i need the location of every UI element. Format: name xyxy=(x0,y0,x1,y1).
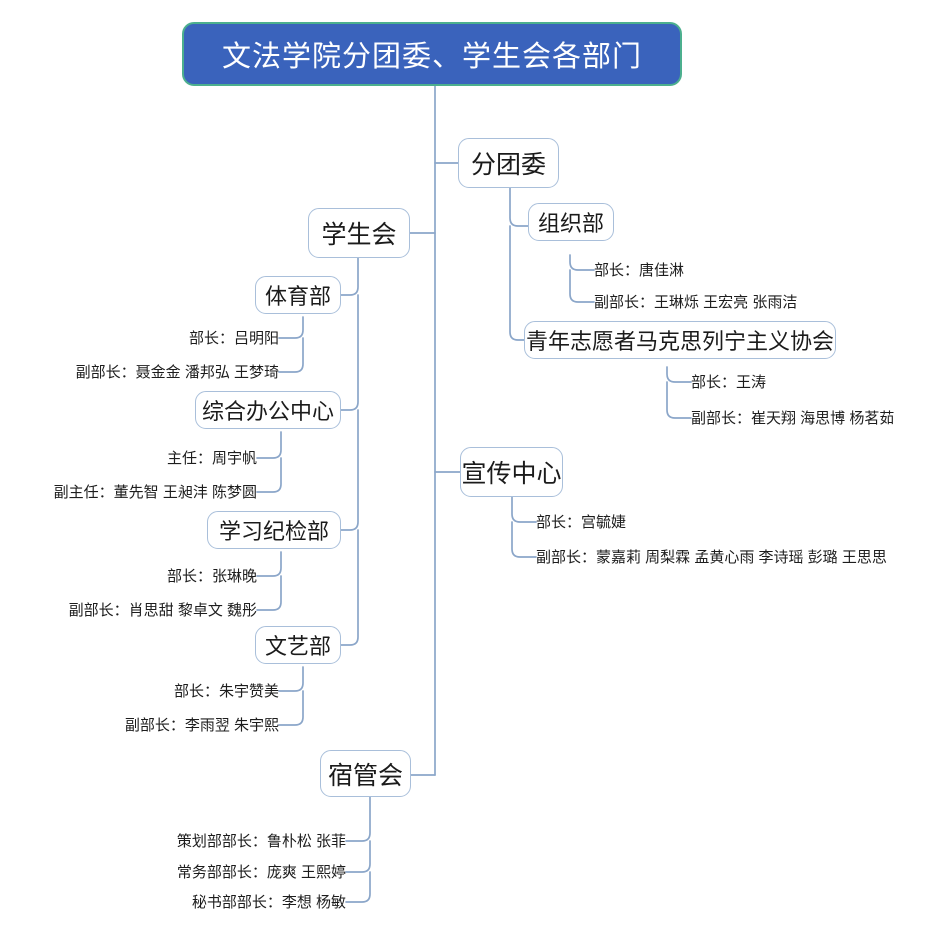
leaf-zuzhibu-buzhang: 部长：唐佳淋 xyxy=(594,262,685,279)
suguanhui-leaf1-wire xyxy=(345,796,371,842)
leaf-qingnian-buzhang: 部长：王涛 xyxy=(691,374,767,391)
node-tiyubu[interactable]: 体育部 xyxy=(255,276,341,314)
leaf-suguanhui-cehua: 策划部部长：鲁朴松 张菲 xyxy=(176,833,346,850)
zuzhibu-leaf2-wire xyxy=(569,269,595,303)
zonghe-leaf1-wire xyxy=(256,431,282,459)
node-xuexi-jijianbu[interactable]: 学习纪检部 xyxy=(207,511,341,549)
leaf-wenyibu-fubuzhang: 副部长：李雨翌 朱宇熙 xyxy=(124,717,279,734)
node-suguanhui[interactable]: 宿管会 xyxy=(320,750,411,797)
node-xuanchuan-zhongxin[interactable]: 宣传中心 xyxy=(460,447,563,497)
node-xueshenghui[interactable]: 学生会 xyxy=(308,208,410,258)
page-title: 文法学院分团委、学生会各部门 xyxy=(182,22,682,86)
zonghe-leaf2-wire xyxy=(256,457,282,493)
leaf-zonghe-fuzhuren: 副主任：董先智 王昶沣 陈梦圆 xyxy=(53,484,257,501)
leaf-zuzhibu-fubuzhang: 副部长：王琳烁 王宏亮 张雨洁 xyxy=(594,294,798,311)
xueshenghui-to-xuexi xyxy=(340,409,359,531)
wenyibu-leaf1-wire xyxy=(278,666,304,692)
leaf-suguanhui-mishu: 秘书部部长：李想 杨敏 xyxy=(191,894,346,911)
fentuanwei-to-qingnian xyxy=(509,225,525,341)
qingnian-leaf2-wire xyxy=(666,381,692,419)
leaf-wenyibu-buzhang: 部长：朱宇赞美 xyxy=(173,683,279,700)
leaf-qingnian-fubuzhang: 副部长：崔天翔 海思博 杨茗茹 xyxy=(691,410,895,427)
xueshenghui-to-zonghe xyxy=(340,294,359,411)
xuexi-leaf1-wire xyxy=(256,551,282,577)
qingnian-leaf1-wire xyxy=(666,366,692,383)
fentuanwei-to-zuzhibu xyxy=(509,187,529,227)
leaf-tiyubu-buzhang: 部长：吕明阳 xyxy=(188,330,279,347)
wenyibu-leaf2-wire xyxy=(278,690,304,726)
leaf-zonghe-zhuren: 主任：周宇帆 xyxy=(166,450,257,467)
leaf-suguanhui-changwu: 常务部部长：庞爽 王熙婷 xyxy=(176,864,346,881)
leaf-xuanchuan-buzhang: 部长：宫毓婕 xyxy=(536,514,627,531)
leaf-xuexi-buzhang: 部长：张琳晚 xyxy=(166,568,257,585)
tiyubu-leaf2-wire xyxy=(278,337,304,373)
node-qingnian-zhiyuanzhe[interactable]: 青年志愿者马克思列宁主义协会 xyxy=(524,321,836,359)
leaf-tiyubu-fubuzhang: 副部长：聂金金 潘邦弘 王梦琦 xyxy=(75,364,279,381)
node-zuzhibu[interactable]: 组织部 xyxy=(528,203,614,241)
leaf-xuexi-fubuzhang: 副部长：肖思甜 黎卓文 魏彤 xyxy=(68,602,257,619)
suguanhui-leaf3-wire xyxy=(345,871,371,903)
xuexi-leaf2-wire xyxy=(256,575,282,611)
xueshenghui-to-tiyubu xyxy=(340,257,359,296)
xueshenghui-to-wenyibu xyxy=(340,529,359,646)
node-fentuanwei[interactable]: 分团委 xyxy=(458,138,559,188)
xuanchuan-leaf1-wire xyxy=(511,496,537,523)
node-wenyibu[interactable]: 文艺部 xyxy=(255,626,341,664)
zuzhibu-leaf1-wire xyxy=(569,254,595,271)
suguanhui-leaf2-wire xyxy=(345,840,371,873)
leaf-xuanchuan-fubuzhang: 副部长：蒙嘉莉 周梨霖 孟黄心雨 李诗瑶 彭璐 王思思 xyxy=(536,549,887,566)
tiyubu-leaf1-wire xyxy=(278,316,304,339)
xuanchuan-leaf2-wire xyxy=(511,521,537,558)
node-zonghe-bangong-zhongxin[interactable]: 综合办公中心 xyxy=(195,391,341,429)
